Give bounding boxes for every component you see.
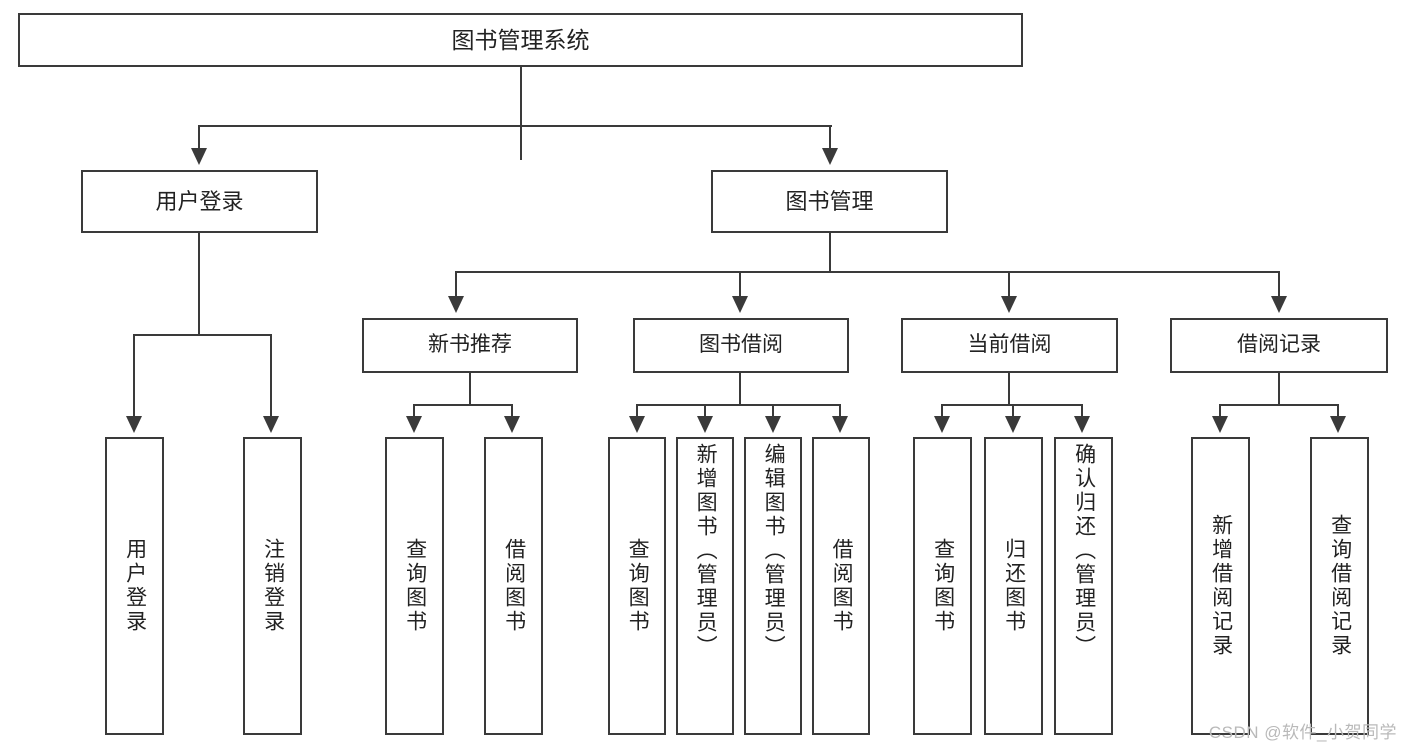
node-label: 借阅图书	[502, 538, 526, 634]
edge-root-to-userlogin	[198, 125, 200, 150]
arrow-to-leaf-add-record	[1212, 416, 1228, 433]
node-label: 查询图书	[403, 538, 427, 634]
arrow-to-leaf-query-book-3	[934, 416, 950, 433]
node-label: 用户登录	[123, 538, 147, 634]
node-label: 新增图书（管理员）	[694, 443, 718, 659]
edge-currentborrow-drop-2	[1012, 404, 1014, 418]
edge-bookborrow-drop-1	[636, 404, 638, 418]
edge-bookborrow-stem	[739, 373, 741, 406]
edge-bookmgmt-bus	[455, 271, 1279, 273]
node-label: 图书管理	[785, 188, 874, 214]
arrow-to-userlogin	[191, 148, 207, 165]
edge-borrowrecord-drop-1	[1219, 404, 1221, 418]
node-label: 新书推荐	[428, 333, 512, 357]
edge-bookmgmt-drop-3	[1008, 271, 1010, 298]
edge-newbook-bus	[413, 404, 513, 406]
node-label: 查询图书	[931, 538, 955, 634]
node-label: 查询借阅记录	[1328, 514, 1352, 658]
edge-userlogin-drop-1	[133, 334, 135, 418]
edge-newbook-stem	[469, 373, 471, 406]
arrow-to-leaf-query-book-2	[629, 416, 645, 433]
arrow-to-leaf-user-login	[126, 416, 142, 433]
leaf-borrow-book-borrow[interactable]: 借阅图书	[812, 437, 870, 735]
csdn-watermark: CSDN @软件_小贺同学	[1208, 723, 1397, 742]
leaf-query-book-borrow[interactable]: 查询图书	[608, 437, 666, 735]
leaf-borrow-book-recommend[interactable]: 借阅图书	[484, 437, 543, 735]
leaf-query-borrow-record[interactable]: 查询借阅记录	[1310, 437, 1369, 735]
arrow-to-book-borrow	[732, 296, 748, 313]
arrow-to-current-borrow	[1001, 296, 1017, 313]
arrow-to-leaf-confirm-return	[1074, 416, 1090, 433]
node-label: 借阅图书	[830, 538, 854, 634]
leaf-query-book-current[interactable]: 查询图书	[913, 437, 972, 735]
edge-bookborrow-drop-4	[839, 404, 841, 418]
arrow-to-leaf-borrow-book-1	[504, 416, 520, 433]
edge-bookborrow-drop-2	[704, 404, 706, 418]
edge-root-stem	[520, 67, 522, 160]
node-new-book-recommend[interactable]: 新书推荐	[362, 318, 578, 373]
leaf-user-login[interactable]: 用户登录	[105, 437, 164, 735]
arrow-to-new-book-rec	[448, 296, 464, 313]
node-label: 注销登录	[261, 538, 285, 634]
node-label: 图书借阅	[699, 333, 783, 357]
node-label: 借阅记录	[1237, 333, 1321, 357]
edge-currentborrow-drop-3	[1081, 404, 1083, 418]
edge-bookborrow-bus	[636, 404, 840, 406]
arrow-to-bookmgmt	[822, 148, 838, 165]
edge-root-to-bookmgmt	[829, 125, 831, 150]
arrow-to-leaf-query-record	[1330, 416, 1346, 433]
node-label: 图书管理系统	[451, 26, 590, 53]
edge-bookmgmt-stem	[829, 233, 831, 273]
edge-userlogin-bus	[133, 334, 272, 336]
edge-bookmgmt-drop-4	[1278, 271, 1280, 298]
node-label: 归还图书	[1002, 538, 1026, 634]
edge-bookmgmt-drop-2	[739, 271, 741, 298]
edge-borrowrecord-drop-2	[1337, 404, 1339, 418]
leaf-edit-book-admin[interactable]: 编辑图书（管理员）	[744, 437, 802, 735]
arrow-to-leaf-edit-book	[765, 416, 781, 433]
edge-root-bus	[198, 125, 832, 127]
leaf-return-book[interactable]: 归还图书	[984, 437, 1043, 735]
node-borrow-record[interactable]: 借阅记录	[1170, 318, 1388, 373]
leaf-logout[interactable]: 注销登录	[243, 437, 302, 735]
edge-borrowrecord-bus	[1219, 404, 1339, 406]
edge-currentborrow-drop-1	[941, 404, 943, 418]
node-user-login[interactable]: 用户登录	[81, 170, 318, 233]
node-book-borrow[interactable]: 图书借阅	[633, 318, 849, 373]
edge-newbook-drop-2	[511, 404, 513, 418]
edge-bookmgmt-drop-1	[455, 271, 457, 298]
leaf-confirm-return-admin[interactable]: 确认归还（管理员）	[1054, 437, 1113, 735]
node-book-management[interactable]: 图书管理	[711, 170, 948, 233]
node-label: 查询图书	[626, 538, 650, 634]
edge-userlogin-stem	[198, 233, 200, 336]
arrow-to-leaf-borrow-book-2	[832, 416, 848, 433]
node-label: 用户登录	[155, 188, 244, 214]
node-current-borrow[interactable]: 当前借阅	[901, 318, 1118, 373]
edge-userlogin-drop-2	[270, 334, 272, 418]
node-root-system[interactable]: 图书管理系统	[18, 13, 1023, 67]
arrow-to-leaf-logout	[263, 416, 279, 433]
arrow-to-leaf-add-book	[697, 416, 713, 433]
edge-newbook-drop-1	[413, 404, 415, 418]
node-label: 新增借阅记录	[1209, 514, 1233, 658]
edge-bookborrow-drop-3	[772, 404, 774, 418]
leaf-add-borrow-record[interactable]: 新增借阅记录	[1191, 437, 1250, 735]
arrow-to-leaf-return-book	[1005, 416, 1021, 433]
edge-currentborrow-stem	[1008, 373, 1010, 406]
edge-borrowrecord-stem	[1278, 373, 1280, 406]
leaf-query-book-recommend[interactable]: 查询图书	[385, 437, 444, 735]
arrow-to-leaf-query-book-1	[406, 416, 422, 433]
node-label: 确认归还（管理员）	[1072, 443, 1096, 659]
node-label: 当前借阅	[967, 333, 1052, 357]
leaf-add-book-admin[interactable]: 新增图书（管理员）	[676, 437, 734, 735]
arrow-to-borrow-record	[1271, 296, 1287, 313]
node-label: 编辑图书（管理员）	[762, 443, 786, 659]
